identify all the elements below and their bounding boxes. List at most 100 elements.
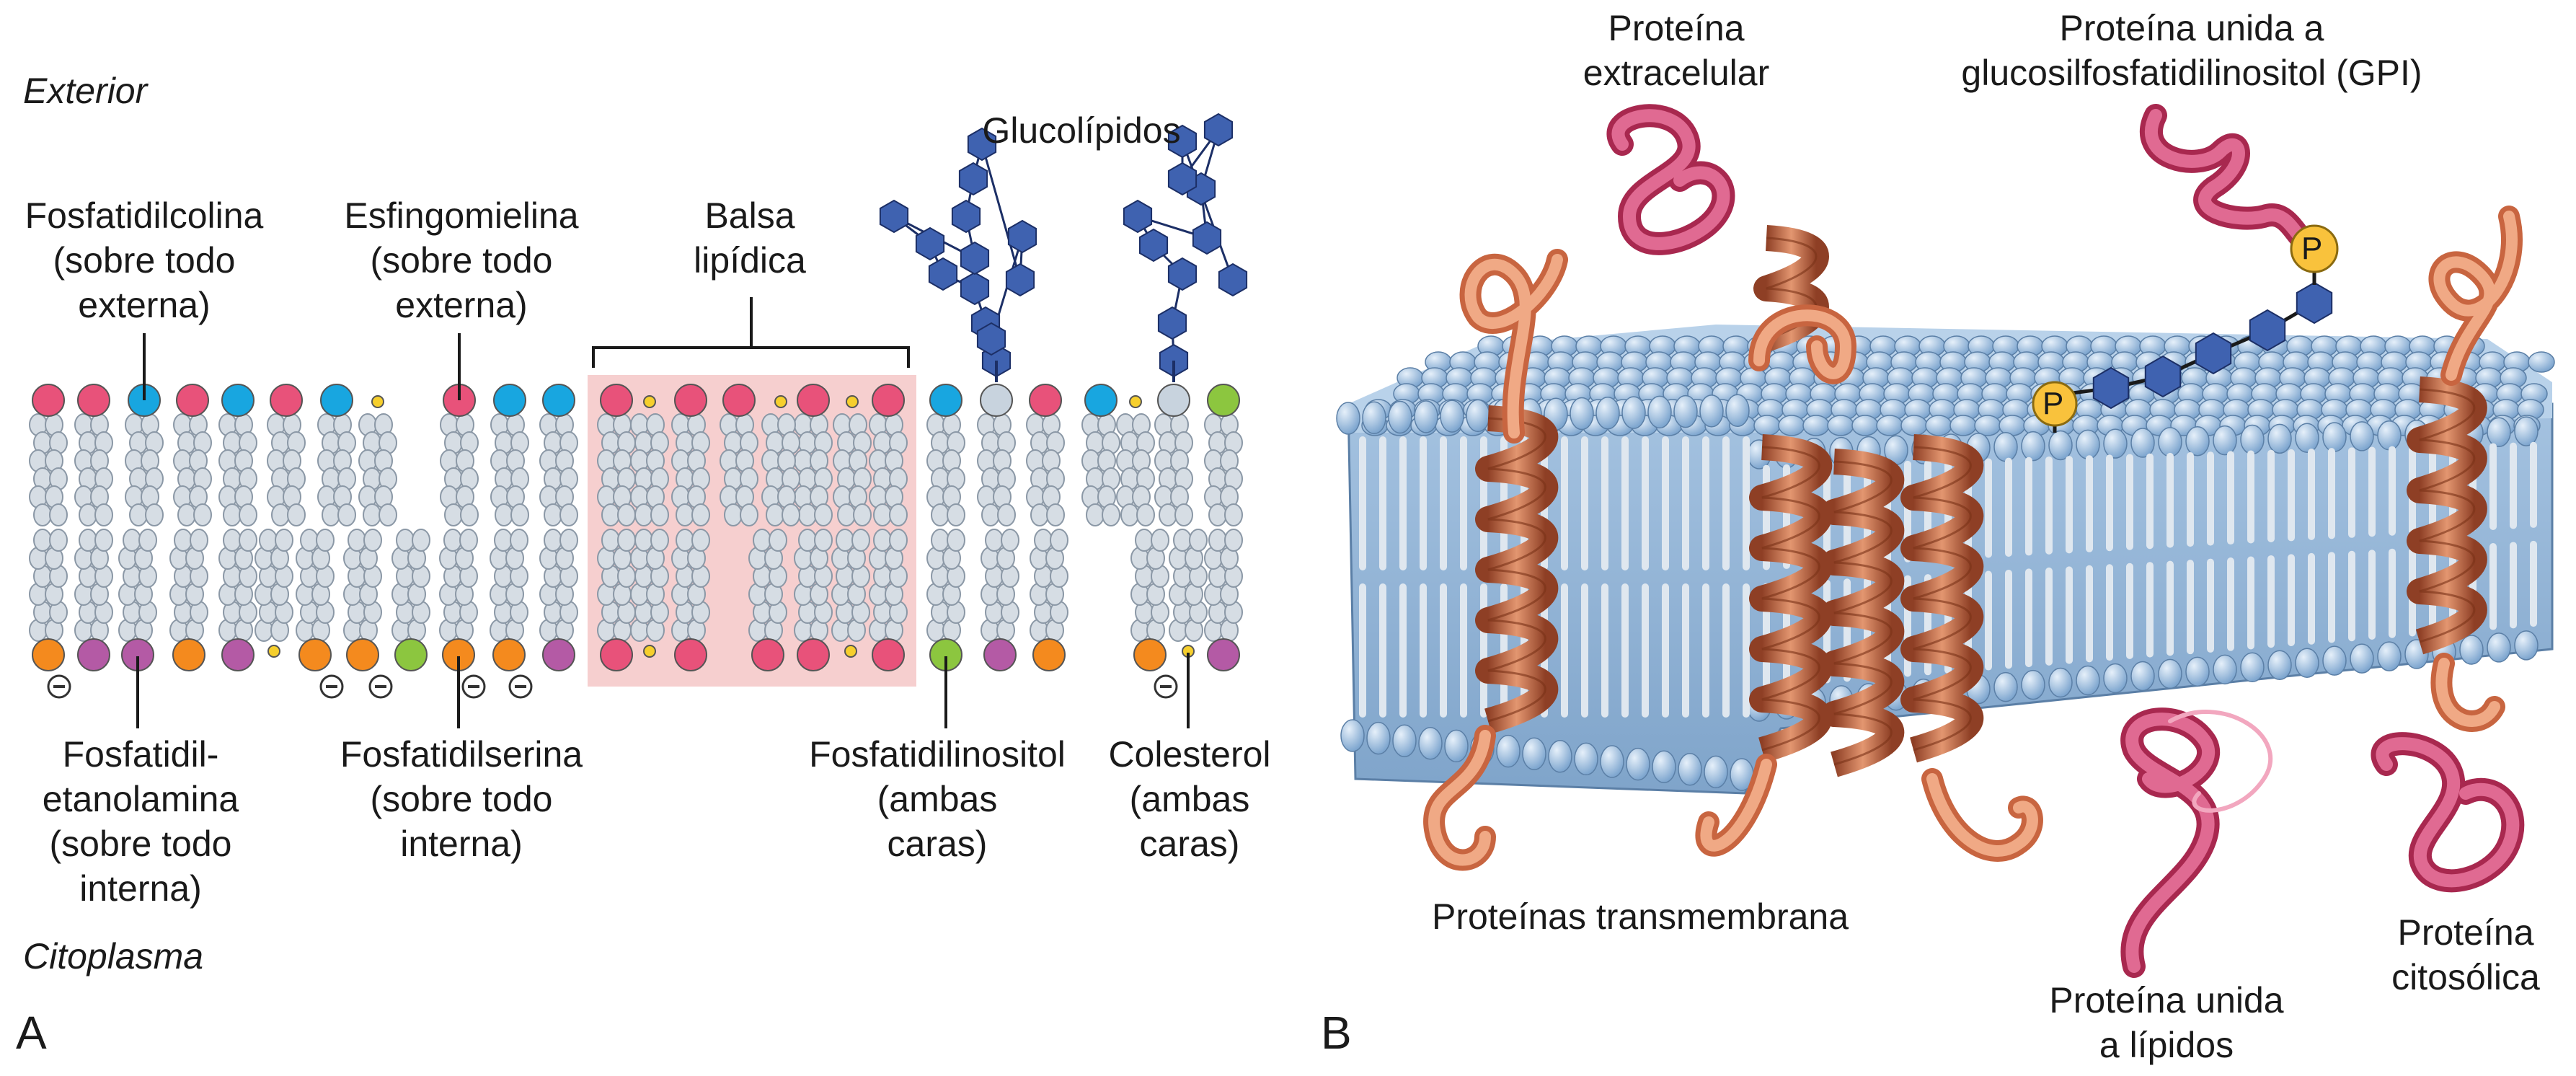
sugar-hexagon (960, 271, 990, 306)
lipid-tail-bead (1034, 529, 1053, 552)
edge-bead (2185, 656, 2210, 687)
lipid-tail-bead (1050, 529, 1068, 552)
lipid-head-pc (674, 638, 707, 671)
phosphatidylserine-label-line: Fosfatidilserina (340, 734, 583, 775)
head-bead (1949, 415, 1977, 436)
lipid-tail-bead (1189, 529, 1208, 552)
phosphatidylinositol-label-line: (ambas (877, 779, 998, 819)
lipid-head-gl (1157, 384, 1190, 417)
glycolipids-label-line: Glucolípidos (982, 110, 1181, 151)
lipid-raft-label-line: lipídica (694, 240, 806, 281)
head-bead (1827, 415, 1854, 436)
edge-bead (2487, 417, 2511, 447)
edge-bead (1993, 431, 2018, 462)
lipid-head-sm (493, 384, 526, 417)
edge-bead (2514, 630, 2539, 661)
loop-right-bottom-core (1926, 773, 2038, 857)
lipid-head-pc (600, 638, 633, 671)
head-bead (1876, 415, 1903, 436)
edge-bead (1548, 740, 1572, 773)
lipid-tail-bead (559, 503, 578, 526)
sugar-hexagon (2296, 281, 2333, 325)
lipid-tail-bead (1224, 503, 1243, 526)
sugar-hexagon (2249, 309, 2286, 352)
edge-bead (1388, 400, 1412, 434)
lipid-head-sm (320, 384, 353, 417)
lipid-tail-bead (836, 529, 854, 552)
lipid-head-pc (872, 384, 905, 417)
sugar-hexagon (1007, 219, 1037, 254)
lipid-tail-bead (782, 503, 800, 526)
edge-bead (1699, 394, 1724, 428)
lipid-tail-bead (322, 503, 340, 526)
lipid-tail-bead (259, 529, 278, 552)
lipid-head-pe (983, 638, 1017, 671)
edge-bead (2377, 420, 2402, 451)
lipid-raft-label-line: Balsa (704, 195, 795, 236)
edge-bead (2103, 428, 2128, 459)
lipid-tail-bead (193, 503, 212, 526)
sugar-hexagon (976, 322, 1006, 356)
head-bead (1851, 415, 1879, 436)
lipid-tail-bead (412, 529, 430, 552)
lipid-tail-bead (1030, 503, 1049, 526)
glycolipids-label: Glucolípidos (952, 108, 1211, 153)
phosphatidylinositol-label-line: caras) (887, 824, 988, 864)
sugar-hexagon (958, 162, 988, 196)
lipid-tail-bead (287, 503, 306, 526)
lipid-head-ps (346, 638, 379, 671)
lipid-tail-bead (1086, 503, 1105, 526)
loop-far-right-bottom-core (2435, 658, 2500, 727)
sphingomyelin-label-line: Esfingomielina (344, 195, 579, 236)
edge-bead (1440, 400, 1464, 433)
lipid-tail-bead (650, 529, 669, 552)
lipid-tail-bead (985, 529, 1004, 552)
extracellular-protein-core (1611, 109, 1730, 250)
edge-bead (2213, 425, 2237, 456)
lipid-tail-bead (853, 503, 872, 526)
lipid-head-gl (980, 384, 1013, 417)
phosphate-label-lower: P (2042, 386, 2064, 421)
lipid-tail-bead (676, 503, 694, 526)
lipid-head-pc (872, 638, 905, 671)
lipid-head-pc (722, 384, 756, 417)
lipid-tail-bead (190, 529, 208, 552)
gpi-protein-label-line: glucosilfosfatidilinositol (GPI) (1961, 53, 2422, 93)
edge-bead (1600, 745, 1624, 778)
cholesterol-head (1129, 395, 1142, 408)
citoplasma-label: Citoplasma (23, 936, 204, 976)
gpi-anchor-chain (2055, 281, 2333, 410)
edge-bead (1362, 401, 1386, 435)
lipid-tail-bead (544, 529, 562, 552)
loop-mid-top-core (1753, 309, 1851, 379)
membrane-3d-diagram (1336, 104, 2555, 978)
panel-a-letter: A (16, 1007, 47, 1059)
lipid-head-pc (77, 384, 110, 417)
lipid-head-ps (492, 638, 526, 671)
lipid-head-ps (1032, 638, 1066, 671)
lipid-tail-bead (740, 503, 758, 526)
head-bead (1802, 415, 1830, 436)
loop-mid-bottom-core (1700, 759, 1772, 852)
cholesterol-label-line: (ambas (1129, 779, 1250, 819)
lipid-head-ps (298, 638, 332, 671)
lipid-tail-bead (123, 529, 141, 552)
edge-bead (2350, 643, 2374, 674)
sugar-hexagon (1167, 162, 1198, 196)
edge-bead (1621, 396, 1646, 429)
lipid-tail-bead (814, 503, 833, 526)
edge-bead (1993, 671, 2018, 702)
lipid-tail-bead (460, 503, 479, 526)
lipid-head-sm (929, 384, 962, 417)
extracellular-protein-label-line: Proteína (1608, 8, 1745, 48)
lipid-head-pc (751, 638, 784, 671)
lipid-head-pi (394, 638, 428, 671)
cholesterol-label-line: Colesterol (1108, 734, 1271, 775)
sugar-hexagon (1203, 113, 1234, 147)
edge-bead (2158, 658, 2182, 689)
lipid-tail-bead (444, 503, 463, 526)
lipid-tail-bead (931, 503, 950, 526)
